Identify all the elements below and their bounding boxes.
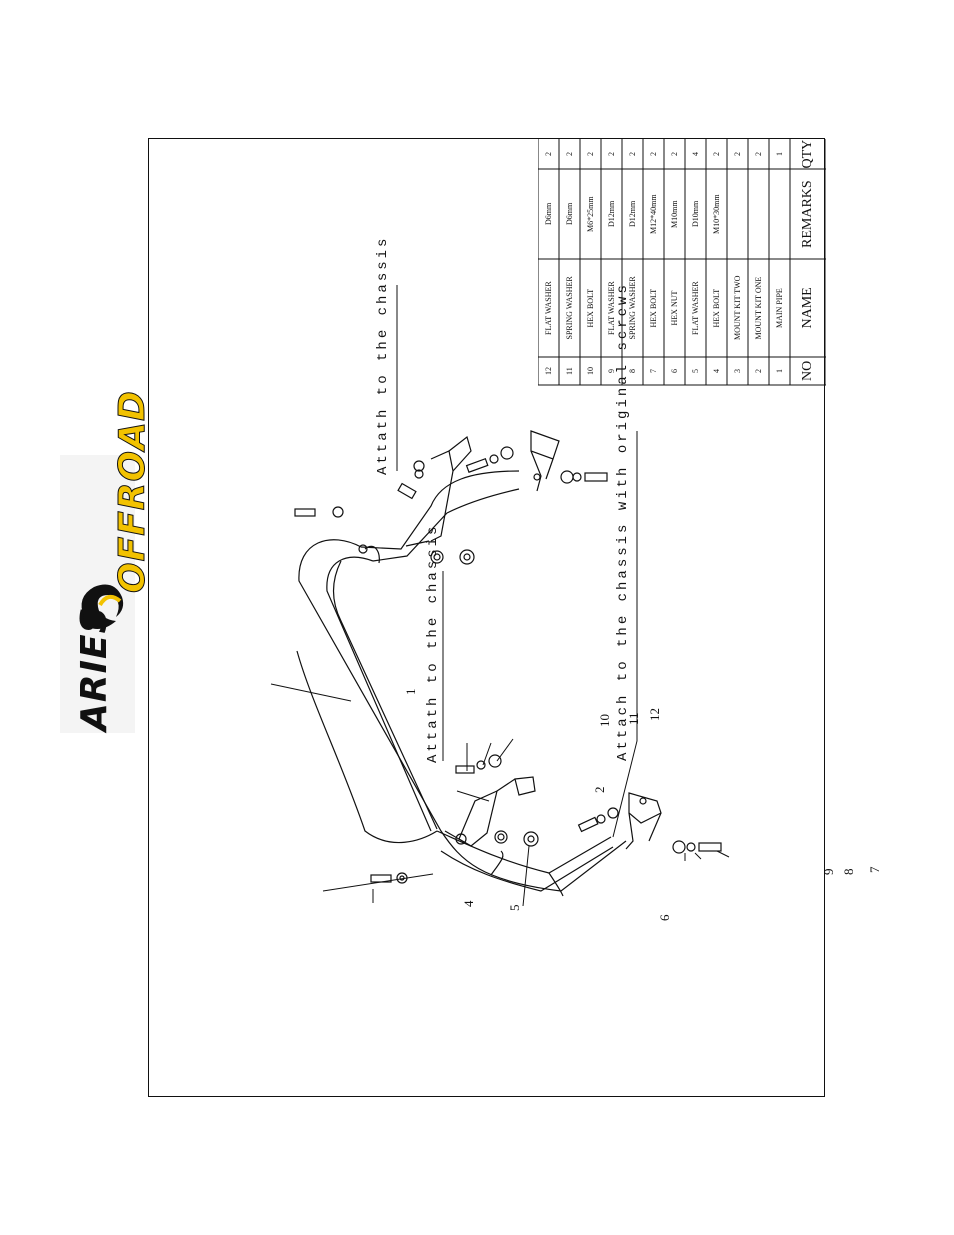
parts-table-cell-no: 2 <box>754 369 763 373</box>
parts-table-cell-name: MAIN PIPE <box>775 288 784 328</box>
parts-table-cell-qty: 2 <box>586 152 595 156</box>
parts-table-cell-remarks: D10mm <box>691 200 700 227</box>
drawing-sheet: 1 2 4 5 6 7 8 9 10 11 12 Attath to the c… <box>148 138 882 1097</box>
mount-kit-lower <box>625 792 662 850</box>
parts-table-cell-qty: 2 <box>733 152 742 156</box>
parts-table-cell-no: 8 <box>628 369 637 373</box>
parts-table-cell-remarks: D6mm <box>544 202 553 225</box>
callout-4: 4 <box>461 900 476 908</box>
callout-9: 9 <box>821 868 836 876</box>
callout-10: 10 <box>597 714 612 727</box>
mount-kit-middle <box>444 776 536 847</box>
parts-table-header-name: NAME <box>800 287 815 329</box>
parts-table-cell-qty: 2 <box>670 152 679 156</box>
parts-table-cell-qty: 4 <box>691 152 700 156</box>
parts-table-cell-no: 11 <box>565 367 574 375</box>
parts-table-cell-remarks: D12mm <box>607 200 616 227</box>
aries-offroad-logo: ARIES OFFROAD <box>60 390 154 733</box>
parts-table-cell-qty: 2 <box>607 152 616 156</box>
ram-head-icon <box>81 584 124 629</box>
parts-table-cell-name: HEX NUT <box>670 290 679 326</box>
parts-table-cell-qty: 2 <box>754 152 763 156</box>
callout-5: 5 <box>507 904 522 912</box>
parts-table-cell-no: 4 <box>712 369 721 373</box>
parts-table-cell-no: 12 <box>544 367 553 375</box>
parts-table-header-remarks: REMARKS <box>800 180 815 248</box>
parts-table-cell-no: 3 <box>733 369 742 373</box>
parts-table-cell-no: 7 <box>649 369 658 373</box>
callout-7: 7 <box>867 866 882 874</box>
callout-8: 8 <box>841 868 856 876</box>
parts-table-cell-name: MOUNT KIT ONE <box>754 276 763 340</box>
parts-table-cell-name: SPRING WASHER <box>565 276 574 340</box>
parts-table-cell-qty: 2 <box>565 152 574 156</box>
parts-table-cell-no: 6 <box>670 369 679 373</box>
parts-table-cell-qty: 1 <box>775 152 784 156</box>
callout-1: 1 <box>403 688 418 696</box>
parts-table-cell-no: 9 <box>607 369 616 373</box>
parts-table-grid <box>538 139 826 386</box>
callout-12: 12 <box>647 708 662 721</box>
callout-6: 6 <box>657 914 672 922</box>
parts-table-cell-qty: 2 <box>628 152 637 156</box>
parts-table-cell-qty: 2 <box>712 152 721 156</box>
parts-table-cell-remarks: M10*30mm <box>712 194 721 234</box>
parts-table-cell-no: 1 <box>775 369 784 373</box>
parts-table-cell-name: FLAT WASHER <box>544 281 553 335</box>
note-attach-chassis-middle: Attath to the chassis <box>425 523 441 763</box>
parts-table-cell-name: MOUNT KIT TWO <box>733 275 742 340</box>
parts-table-cell-no: 5 <box>691 369 700 373</box>
note-attach-chassis-top: Attath to the chassis <box>375 235 391 475</box>
mount-kit-upper <box>405 430 560 547</box>
parts-table-cell-remarks: D6mm <box>565 202 574 225</box>
parts-table-cell-qty: 2 <box>649 152 658 156</box>
callout-2: 2 <box>592 786 607 794</box>
parts-table-header-qty: QTY <box>800 139 815 169</box>
assembly-drawing <box>270 285 730 907</box>
parts-table-cell-remarks: D12mm <box>628 200 637 227</box>
parts-table-cell-no: 10 <box>586 367 595 375</box>
parts-table-cell-name: HEX BOLT <box>586 288 595 328</box>
parts-table-header-no: NO <box>800 360 815 381</box>
parts-table-cell-name: FLAT WASHER <box>691 281 700 335</box>
parts-table-cell-name: HEX BOLT <box>712 288 721 328</box>
parts-table-cell-name: FLAT WASHER <box>607 281 616 335</box>
parts-table-cell-qty: 2 <box>544 152 553 156</box>
logo-brand-right: OFFROAD <box>112 390 154 594</box>
parts-table-cell-remarks: M12*40mm <box>649 194 658 234</box>
leader-lines <box>270 285 730 907</box>
parts-table-cell-remarks: M6*25mm <box>586 196 595 232</box>
parts-table-cell-name: SPRING WASHER <box>628 276 637 340</box>
main-pipe <box>296 470 627 897</box>
parts-table-cell-remarks: M10mm <box>670 200 679 228</box>
parts-table-cell-name: HEX BOLT <box>649 288 658 328</box>
